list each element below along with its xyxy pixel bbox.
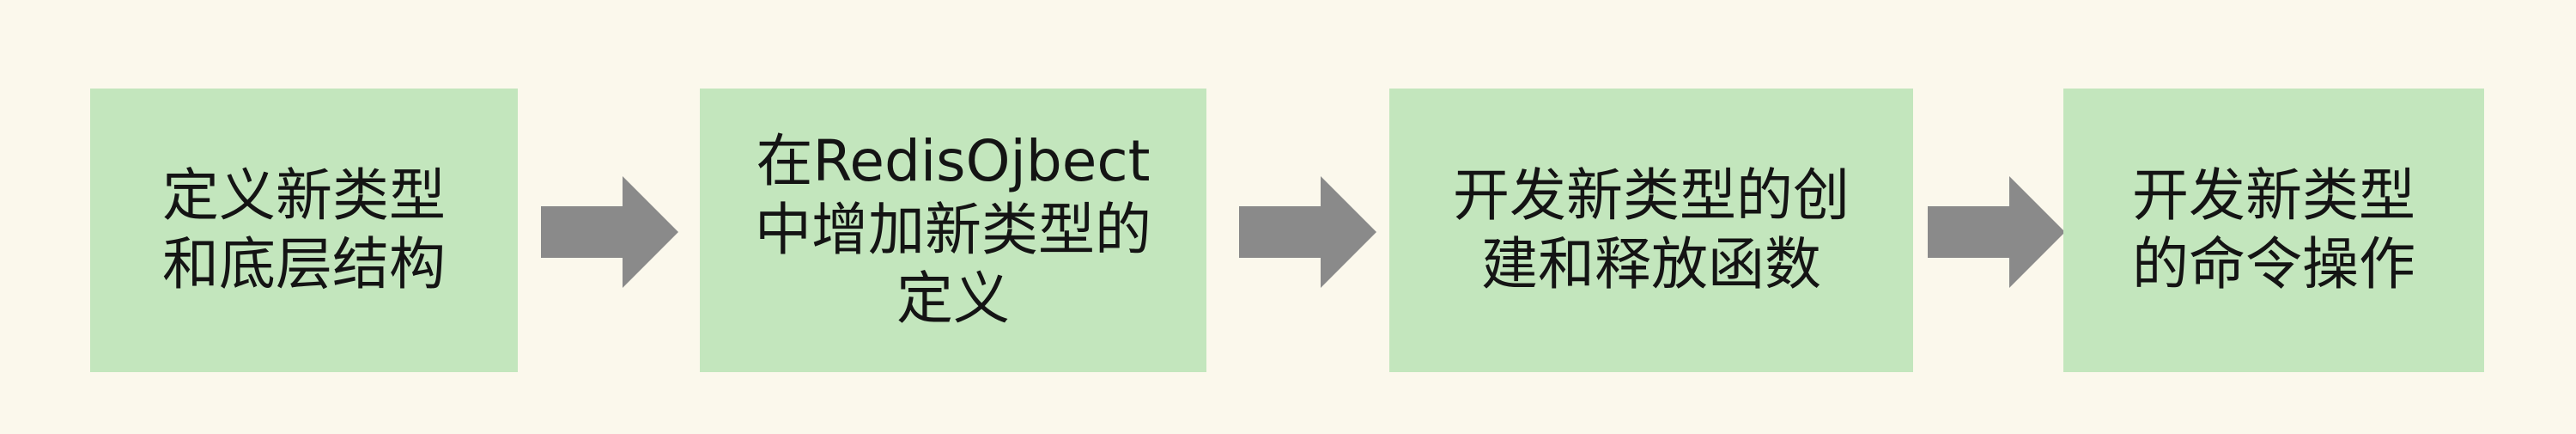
right-arrow-icon [1928,176,2065,288]
step-box-2: 在RedisOjbect 中增加新类型的 定义 [700,89,1206,372]
right-arrow-icon [541,176,678,288]
step-box-3: 开发新类型的创 建和释放函数 [1389,89,1913,372]
step-text-1: 定义新类型 和底层结构 [162,162,446,297]
step-text-3: 开发新类型的创 建和释放函数 [1453,162,1850,297]
step-text-4: 开发新类型 的命令操作 [2132,162,2415,297]
step-box-1: 定义新类型 和底层结构 [90,89,518,372]
right-arrow-icon [1239,176,1376,288]
step-box-4: 开发新类型 的命令操作 [2063,89,2484,372]
step-text-2: 在RedisOjbect 中增加新类型的 定义 [755,128,1151,332]
